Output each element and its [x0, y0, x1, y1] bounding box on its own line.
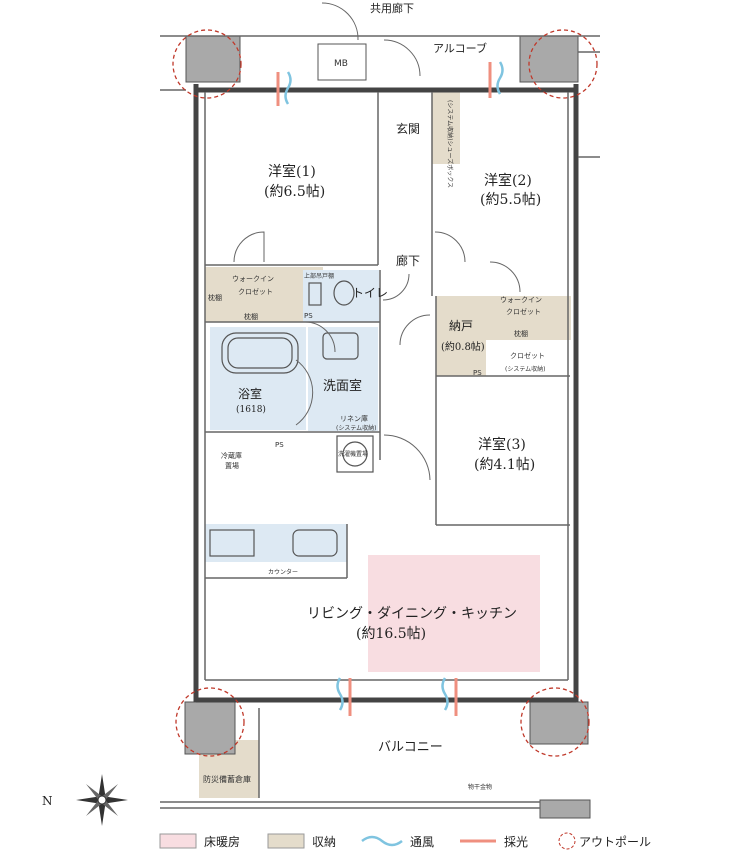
pillow-shelf-v-label: 枕棚 — [208, 293, 222, 302]
ldk-name: リビング・ダイニング・キッチン — [307, 606, 517, 622]
room-western3-size: (約4.1帖) — [474, 457, 535, 473]
vent-light-arrows — [276, 61, 504, 716]
legend-label-storage: 収納 — [312, 835, 336, 849]
ldk-size: (約16.5帖) — [356, 626, 426, 642]
room-western2-size: (約5.5帖) — [480, 192, 541, 208]
legend-swatch-outpole — [558, 832, 576, 850]
counter-label: カウンター — [268, 568, 298, 576]
washer-label: 洗濯機置場 — [338, 450, 368, 458]
ps-label-2: PS — [275, 441, 284, 449]
drying-hardware-label: 物干金物 — [468, 783, 492, 791]
corridor-label: 共用廊下 — [370, 1, 414, 15]
legend-swatch-storage — [267, 833, 305, 849]
floor-heating-area — [368, 555, 540, 672]
legend-label-ventilation: 通風 — [410, 835, 434, 849]
disaster-store-label: 防災備蓄倉庫 — [203, 774, 251, 784]
ps-label-3: PS — [473, 369, 482, 377]
room-western1-name: 洋室(1) — [268, 163, 316, 180]
compass-icon — [76, 774, 128, 826]
exterior-walls — [193, 84, 579, 703]
compass-north-label: N — [42, 794, 53, 808]
walkin1-label-a: ウォークイン — [232, 275, 274, 283]
walkin1-label-b: クロゼット — [238, 287, 273, 296]
bath-name: 浴室 — [238, 386, 262, 401]
structural-walls — [184, 35, 591, 819]
legend-label-light: 採光 — [504, 835, 528, 849]
pillow-shelf-label-2: 枕棚 — [514, 329, 528, 338]
room-western2-name: 洋室(2) — [484, 172, 532, 189]
closet-label: クロゼット — [510, 351, 545, 360]
storage-room-size: (約0.8帖) — [441, 340, 485, 353]
room-western1-size: (約6.5帖) — [264, 184, 325, 200]
walkin2-label-b: クロゼット — [506, 307, 541, 316]
legend-swatch-ventilation — [361, 835, 403, 847]
bath-fixtures — [209, 280, 374, 557]
linen-sub-label: (システム収納) — [336, 424, 377, 432]
walkin2-label-a: ウォークイン — [500, 296, 542, 304]
shoe-box-label: (システム収納)シューズボックス — [446, 100, 454, 188]
toilet-label: トイレ — [352, 286, 388, 300]
entrance-label: 玄関 — [396, 121, 420, 136]
bath-size: (1618) — [236, 404, 266, 415]
system-storage-label: (システム収納) — [505, 365, 546, 373]
alcove-label: アルコーブ — [433, 41, 487, 55]
fridge-label-a: 冷蔵庫 — [221, 451, 242, 460]
washroom-label: 洗面室 — [323, 378, 362, 394]
upper-cabinet-label: 上部吊戸棚 — [304, 272, 334, 280]
hallway-label: 廊下 — [396, 253, 420, 268]
legend-label-floor-heating: 床暖房 — [204, 834, 240, 849]
mb-box — [317, 43, 367, 81]
storage-room-name: 納戸 — [449, 319, 473, 333]
mb-label: MB — [334, 59, 348, 69]
linen-label: リネン庫 — [340, 414, 368, 423]
room-western3-name: 洋室(3) — [478, 436, 526, 453]
pillow-shelf-label: 枕棚 — [244, 312, 258, 321]
legend-swatch-floor-heating — [159, 833, 197, 849]
balcony-label: バルコニー — [378, 740, 443, 755]
door-swings — [233, 2, 521, 481]
legend-label-outpole: アウトポール — [579, 835, 651, 849]
fridge-label-b: 置場 — [225, 461, 239, 470]
ps-label-1: PS — [304, 312, 313, 320]
outpole-markers — [172, 29, 598, 757]
interior-walls — [160, 35, 600, 809]
water-fixtures — [205, 270, 379, 562]
